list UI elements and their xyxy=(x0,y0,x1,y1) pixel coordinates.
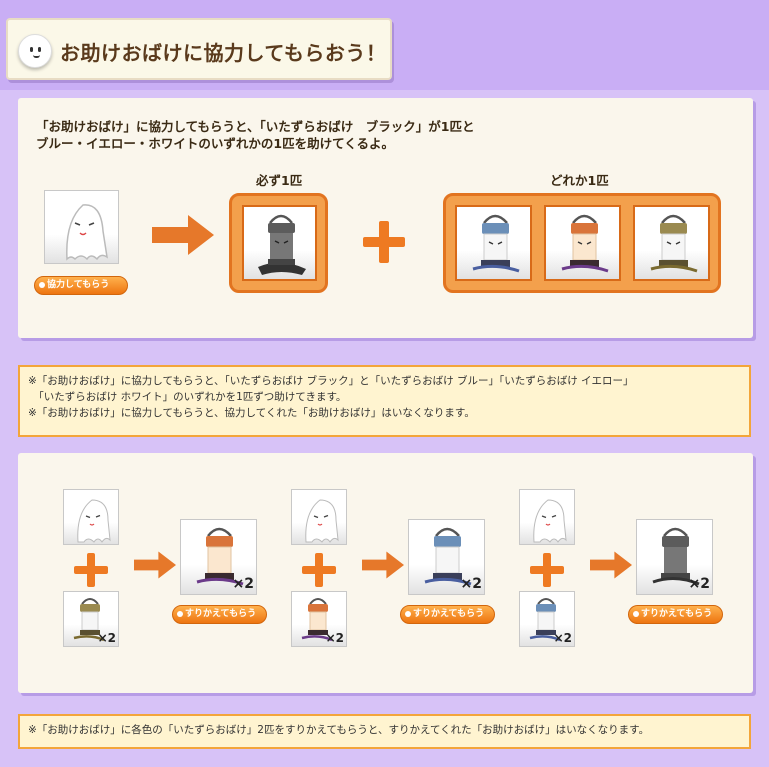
trade2-output-count: ×2 xyxy=(460,576,482,592)
plus-icon xyxy=(302,553,336,587)
lantern-khaki-thumb xyxy=(633,205,710,281)
note1-line-3: ※「お助けおばけ」に協力してもらうと、協力してくれた「お助けおばけ」はいなくなり… xyxy=(28,407,475,419)
trade3-input-thumb: ×2 xyxy=(519,591,575,647)
note2-line-1: ※「お助けおばけ」に各色の「いたずらおばけ」2匹をすりかえてもらうと、すりかえて… xyxy=(28,724,650,736)
helper-ghost-icon xyxy=(305,499,339,543)
helper-ghost-icon xyxy=(77,499,111,543)
ghost-face-icon xyxy=(18,34,52,68)
trade3-input-count: ×2 xyxy=(553,631,572,645)
cooperate-note: ※「お助けおばけ」に協力してもらうと、「いたずらおばけ ブラック」と「いたずらお… xyxy=(18,365,751,437)
lantern-orange-icon xyxy=(301,598,333,642)
arrow-right-icon xyxy=(362,551,404,579)
lantern-orange-thumb xyxy=(544,205,621,281)
lantern-orange-icon xyxy=(561,214,609,273)
lantern-khaki-icon xyxy=(73,598,105,642)
intro-line-2: ブルー・イエロー・ホワイトのいずれかの1匹を助けてくるよ。 xyxy=(36,136,394,151)
trade3-output-thumb: ×2 xyxy=(636,519,713,595)
header-tab: お助けおばけに協力してもらおう！ xyxy=(0,0,393,86)
note1-line-1: ※「お助けおばけ」に協力してもらうと、「いたずらおばけ ブラック」と「いたずらお… xyxy=(28,375,634,387)
trade1-output-count: ×2 xyxy=(232,576,254,592)
helper-ghost-icon xyxy=(533,499,567,543)
trade2-input-thumb: ×2 xyxy=(291,591,347,647)
intro-line-1: 「お助けおばけ」に協力してもらうと、「いたずらおばけ ブラック」が1匹と xyxy=(36,119,475,134)
lantern-blue-icon xyxy=(424,527,472,586)
lantern-black-icon xyxy=(652,527,700,586)
lantern-black-icon xyxy=(258,214,306,275)
label-required: 必ず1匹 xyxy=(256,173,303,188)
arrow-right-icon xyxy=(590,551,632,579)
lantern-blue-thumb xyxy=(455,205,532,281)
trade3-ghost-thumb xyxy=(519,489,575,545)
trade1-input-count: ×2 xyxy=(97,631,116,645)
lantern-khaki-icon xyxy=(650,214,698,273)
plus-icon xyxy=(530,553,564,587)
cooperate-button-label: 協力してもらう xyxy=(47,280,110,290)
helper-ghost-thumb xyxy=(44,190,119,264)
swap-button-2[interactable]: すりかえてもらう xyxy=(400,605,495,624)
label-random: どれか1匹 xyxy=(550,173,609,188)
arrow-right-icon xyxy=(134,551,176,579)
swap-button-label: すりかえてもらう xyxy=(641,609,713,619)
swap-button-1[interactable]: すりかえてもらう xyxy=(172,605,267,624)
arrow-right-icon xyxy=(152,215,214,255)
plus-icon xyxy=(363,221,405,263)
plus-icon xyxy=(74,553,108,587)
trade2-input-count: ×2 xyxy=(325,631,344,645)
lantern-black-thumb xyxy=(242,205,317,281)
cooperate-intro: 「お助けおばけ」に協力してもらうと、「いたずらおばけ ブラック」が1匹と ブルー… xyxy=(36,118,736,152)
swap-button-label: すりかえてもらう xyxy=(185,609,257,619)
header-banner: お助けおばけに協力してもらおう！ xyxy=(6,18,392,80)
swap-button-label: すりかえてもらう xyxy=(413,609,485,619)
trade1-input-thumb: ×2 xyxy=(63,591,119,647)
helper-ghost-icon xyxy=(66,204,108,261)
swap-note: ※「お助けおばけ」に各色の「いたずらおばけ」2匹をすりかえてもらうと、すりかえて… xyxy=(18,714,751,749)
swap-button-3[interactable]: すりかえてもらう xyxy=(628,605,723,624)
trade2-ghost-thumb xyxy=(291,489,347,545)
trade1-output-thumb: ×2 xyxy=(180,519,257,595)
lantern-blue-icon xyxy=(529,598,561,642)
swap-card: ×2 ×2 すりかえてもらう ×2 xyxy=(18,453,753,693)
trade3-output-count: ×2 xyxy=(688,576,710,592)
cooperate-button[interactable]: 協力してもらう xyxy=(34,276,128,295)
required-slot xyxy=(229,193,328,293)
cooperate-card: 「お助けおばけ」に協力してもらうと、「いたずらおばけ ブラック」が1匹と ブルー… xyxy=(18,98,753,338)
random-slot xyxy=(443,193,721,293)
trade2-output-thumb: ×2 xyxy=(408,519,485,595)
page-title: お助けおばけに協力してもらおう！ xyxy=(60,41,387,65)
note1-line-2: 「いたずらおばけ ホワイト」のいずれかを1匹ずつ助けてきます。 xyxy=(28,391,347,403)
lantern-blue-icon xyxy=(472,214,520,273)
lantern-orange-icon xyxy=(196,527,244,586)
trade1-ghost-thumb xyxy=(63,489,119,545)
